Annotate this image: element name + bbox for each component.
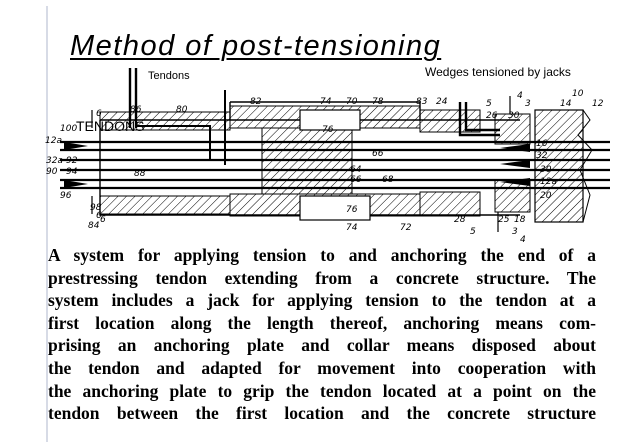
ref-92: 92 xyxy=(66,156,78,166)
ref-14: 14 xyxy=(560,99,572,109)
ref-74-top: 74 xyxy=(320,97,332,107)
wedge-left-lower xyxy=(64,180,88,188)
patent-abstract: A system for applying tension to and anc… xyxy=(48,244,598,425)
section-arrows xyxy=(91,96,511,232)
wedge-left-upper xyxy=(64,142,88,150)
ref-84: 84 xyxy=(88,221,100,231)
ref-82: 82 xyxy=(250,97,262,107)
ref-3: 3 xyxy=(525,99,531,109)
collar-lower xyxy=(494,179,531,213)
ref-24: 24 xyxy=(436,97,448,107)
ref-16: 16 xyxy=(536,139,548,149)
ref-76-top: 76 xyxy=(322,125,334,135)
ref-98: 98 xyxy=(90,203,102,213)
ref-32: 32 xyxy=(536,151,548,161)
ref-4-bottom: 4 xyxy=(520,235,526,245)
label-wedges-tensioned: Wedges tensioned by jacks xyxy=(425,65,571,79)
piston-lower-block xyxy=(299,195,371,221)
slide-title: Method of post-tensioning xyxy=(70,30,442,62)
wedges xyxy=(64,142,530,188)
ref-68: 68 xyxy=(382,175,394,185)
ref-18: 18 xyxy=(514,215,526,225)
ref-30-bottom: 30 xyxy=(540,165,552,175)
ref-12a: 12a xyxy=(45,136,62,146)
ref-86: 86 xyxy=(130,105,142,115)
ref-4: 4 xyxy=(517,91,523,101)
ref-5-bottom: 5 xyxy=(470,227,476,237)
ref-74-bottom: 74 xyxy=(346,223,358,233)
tendons-pointer xyxy=(128,68,226,165)
reference-numerals: 10 12 14 12a 4 3 5 6 6 80 82 74 70 78 83… xyxy=(45,89,604,245)
collar-upper xyxy=(494,113,531,145)
ref-12a-right: 12a xyxy=(540,177,557,187)
ref-64: 64 xyxy=(350,165,362,175)
ref-6-low: 6 xyxy=(100,215,106,225)
ref-94: 94 xyxy=(66,167,78,177)
abstract-line-8: tendon between the first location and th… xyxy=(48,403,596,424)
wedge-upper xyxy=(500,144,530,152)
wedge-middle xyxy=(500,160,530,168)
ref-3-bottom: 3 xyxy=(512,227,518,237)
abstract-line-7: the anchoring plate to grip the tendon l… xyxy=(48,380,596,401)
ref-88: 88 xyxy=(134,169,146,179)
ref-66-top: 66 xyxy=(372,149,384,159)
anchor-plate-upper xyxy=(419,109,481,133)
label-tendons: Tendons xyxy=(148,70,190,82)
ref-20: 20 xyxy=(540,191,552,201)
ref-12: 12 xyxy=(592,99,604,109)
ref-66-bottom: 66 xyxy=(350,175,362,185)
abstract-line-4: first location along the length thereof,… xyxy=(48,312,596,333)
label-tendons-caps: TENDONS xyxy=(76,118,145,134)
wedges-pointer xyxy=(458,102,500,137)
ref-72: 72 xyxy=(400,223,412,233)
abstract-line-1: A system for applying tension to and anc… xyxy=(48,245,596,265)
ref-83: 83 xyxy=(416,97,428,107)
ref-96: 96 xyxy=(60,191,72,201)
ref-70: 70 xyxy=(346,97,358,107)
ref-5: 5 xyxy=(486,99,492,109)
ref-6-bottom: 6 xyxy=(96,211,102,221)
ref-100: 100 xyxy=(60,124,77,134)
ref-28: 28 xyxy=(454,215,466,225)
jack-body-lower xyxy=(99,195,231,215)
ref-90: 90 xyxy=(46,167,58,177)
piston-upper-block xyxy=(299,109,361,131)
anchor-plate-lower xyxy=(419,191,481,217)
slide-left-rule xyxy=(46,6,48,442)
abstract-line-6: the tendon and adapted for movement into… xyxy=(48,357,596,378)
ref-78: 78 xyxy=(372,97,384,107)
ref-25: 25 xyxy=(498,215,510,225)
ref-76-bottom: 76 xyxy=(346,205,358,215)
ref-32a: 32a xyxy=(46,156,63,166)
ref-30-top: 30 xyxy=(508,111,520,121)
ref-26: 26 xyxy=(486,111,498,121)
abstract-line-3: system includes a jack for applying tens… xyxy=(48,290,596,311)
concrete-structure xyxy=(534,109,584,223)
ref-80: 80 xyxy=(176,105,188,115)
ref-10: 10 xyxy=(572,89,584,99)
abstract-line-2: prestressing tendon extending from a con… xyxy=(48,267,596,288)
wedge-lower xyxy=(500,178,530,186)
abstract-line-5: prising an anchoring plate and collar me… xyxy=(48,335,596,356)
ref-6-top: 6 xyxy=(96,109,102,119)
